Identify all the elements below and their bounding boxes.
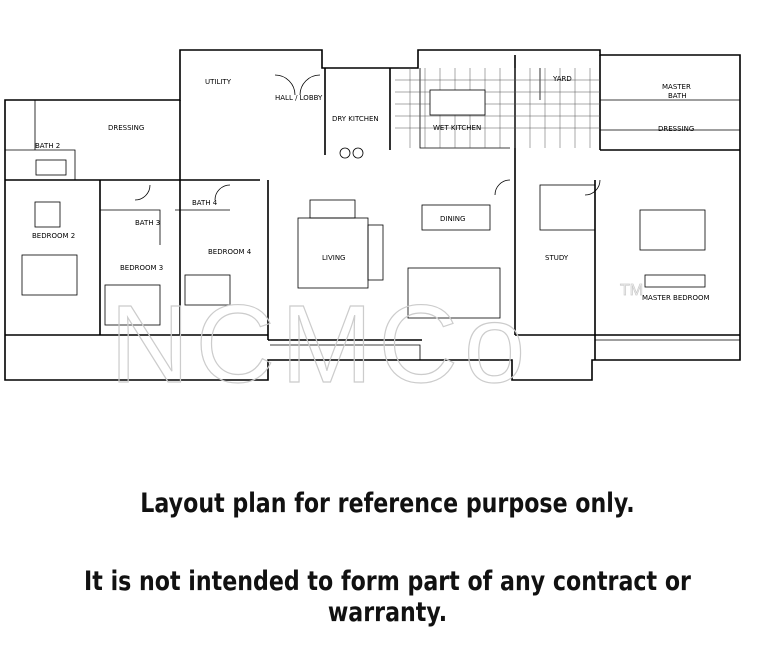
room-labels: DRESSING BATH 2 BEDROOM 2 BATH 3 BEDROOM… — [32, 75, 710, 302]
furniture — [21, 147, 706, 326]
room-label-dining: DINING — [440, 215, 465, 223]
room-label-utility: UTILITY — [205, 78, 232, 86]
room-label-bedroom-3: BEDROOM 3 — [120, 264, 163, 272]
room-label-bedroom-2: BEDROOM 2 — [32, 232, 75, 240]
room-label-master-bedroom: MASTER BEDROOM — [642, 294, 710, 302]
room-label-yard: YARD — [552, 75, 572, 83]
room-label-living: LIVING — [322, 254, 345, 262]
room-label-bedroom-4: BEDROOM 4 — [208, 248, 252, 256]
wet-kitchen-tiles — [395, 68, 600, 148]
room-label-dressing-master: DRESSING — [658, 125, 694, 133]
room-label-hall-lobby: HALL / LOBBY — [275, 94, 323, 102]
room-label-dry-kitchen: DRY KITCHEN — [332, 115, 379, 123]
walls — [4, 49, 741, 381]
disclaimer-line-1: Layout plan for reference purpose only. — [140, 488, 635, 519]
floor-plan: DRESSING BATH 2 BEDROOM 2 BATH 3 BEDROOM… — [4, 49, 741, 400]
disclaimer-line-2: It is not intended to form part of any c… — [84, 566, 691, 628]
doors — [134, 74, 601, 201]
room-label-bath-2: BATH 2 — [35, 142, 60, 150]
room-label-bath-3: BATH 3 — [135, 219, 160, 227]
room-label-master-bath: MASTER — [662, 83, 691, 91]
room-label-bath-4: BATH 4 — [192, 199, 218, 207]
room-label-master-bath-2: BATH — [668, 92, 687, 100]
room-label-wet-kitchen: WET KITCHEN — [433, 124, 481, 132]
room-label-dressing: DRESSING — [108, 124, 144, 132]
room-label-study: STUDY — [545, 254, 569, 262]
watermark: NCMCo — [110, 283, 531, 400]
watermark-trademark: TM — [620, 282, 643, 299]
